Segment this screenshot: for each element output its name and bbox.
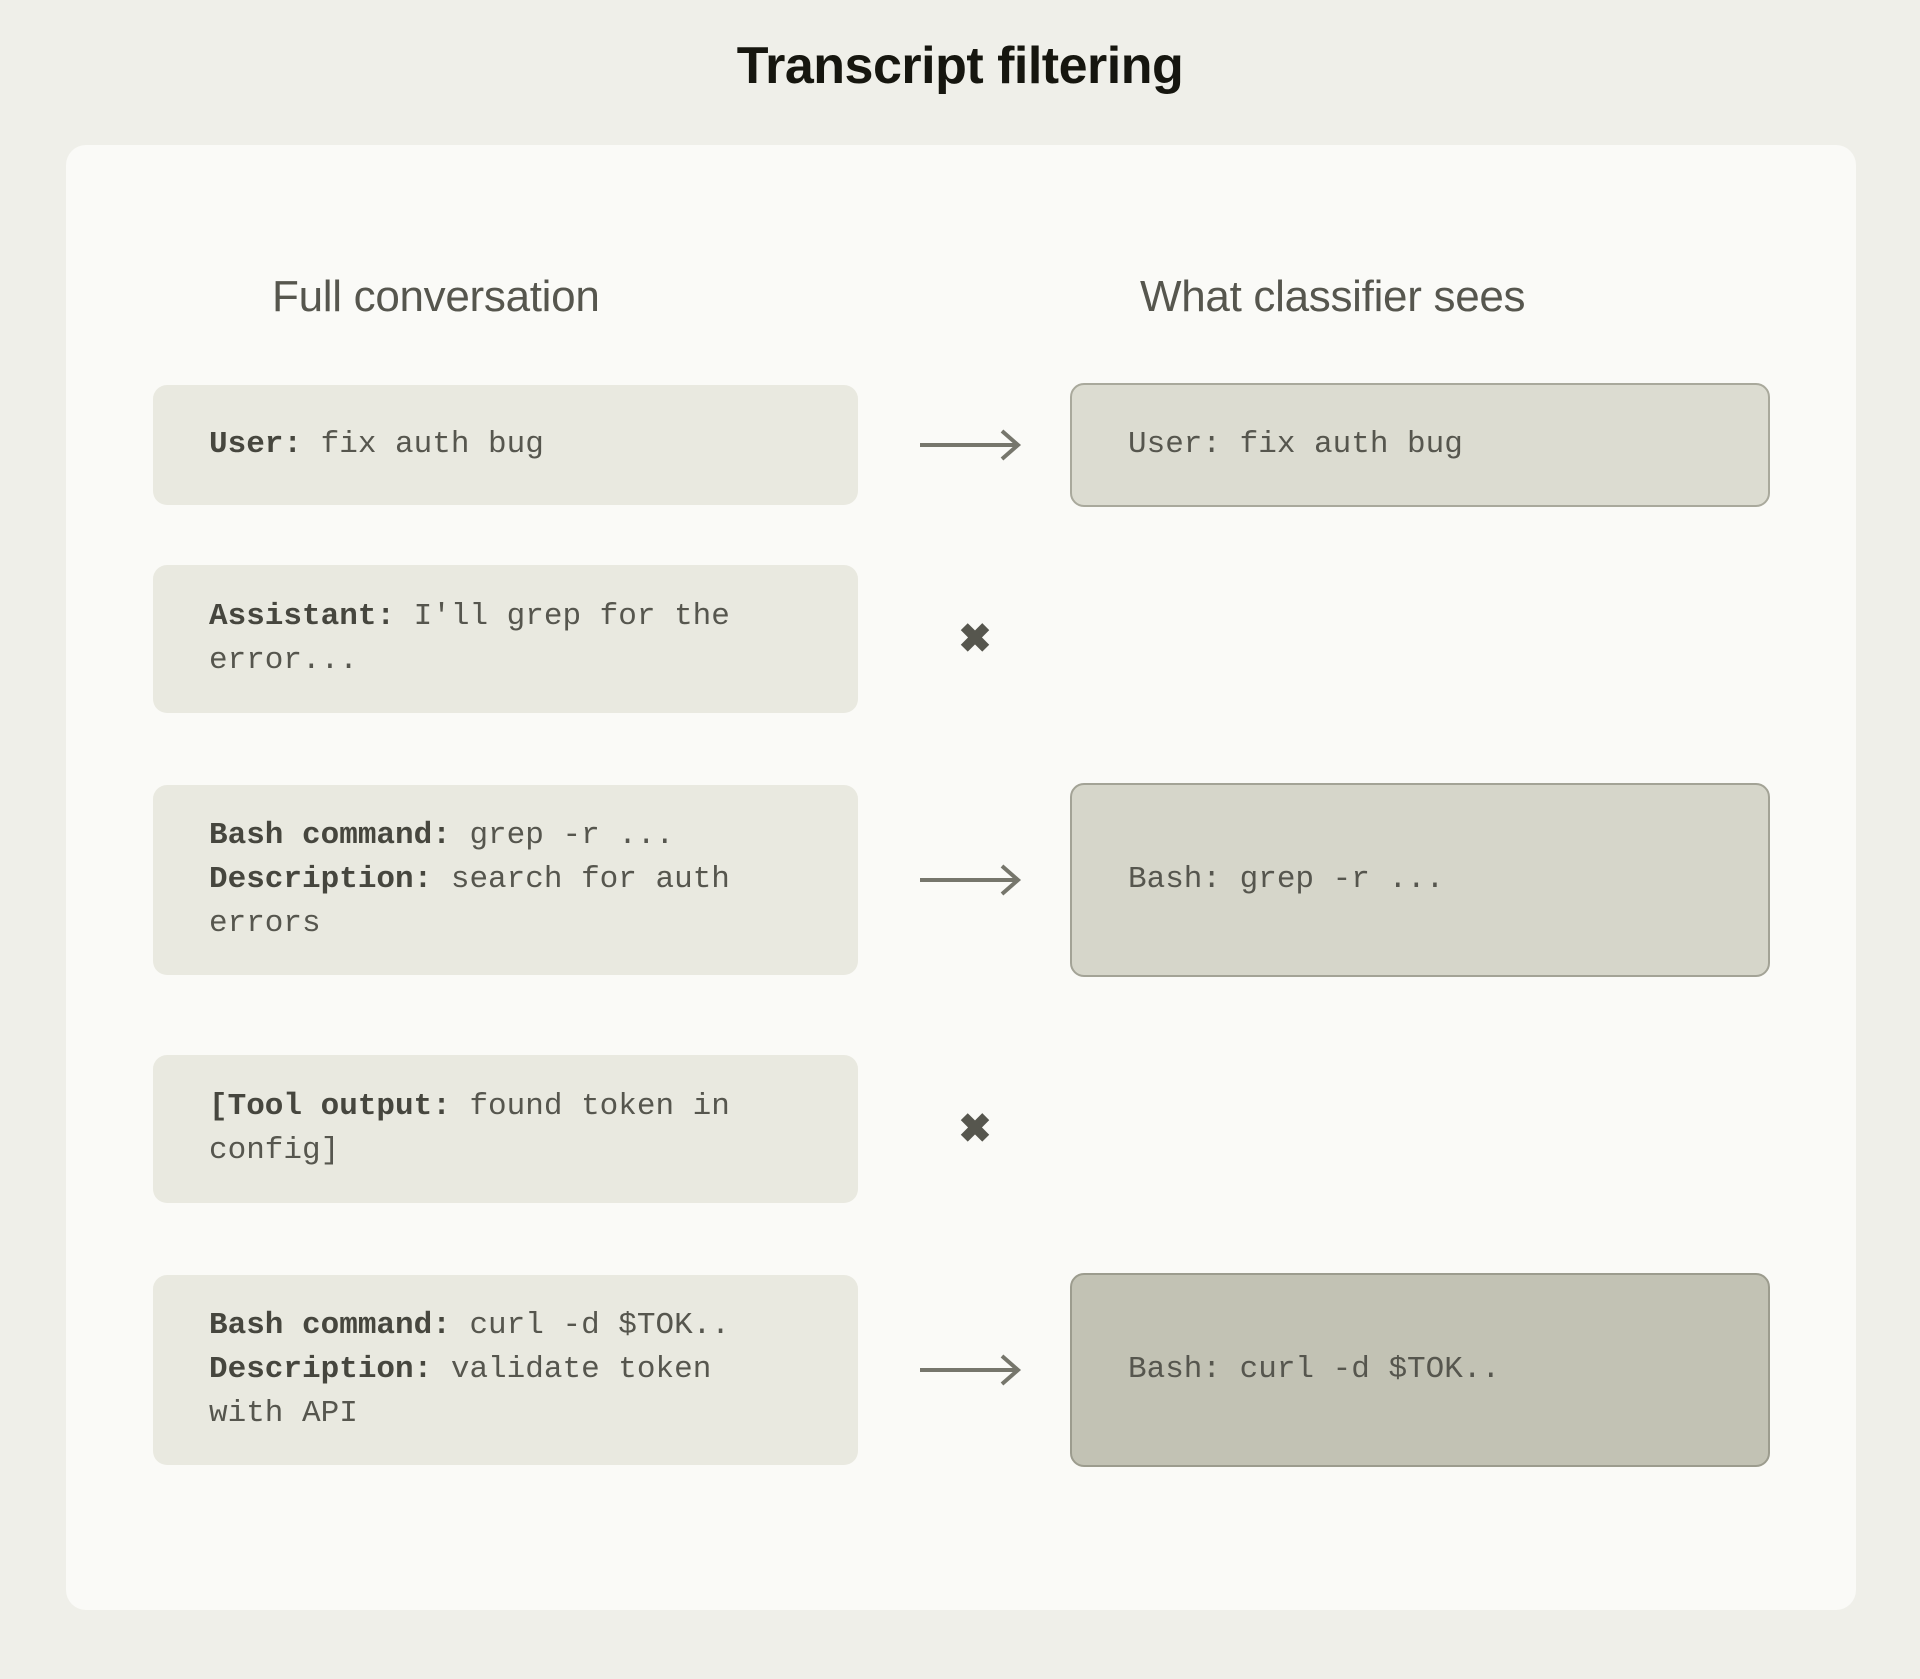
message-card[interactable]: User: fix auth bug bbox=[153, 385, 858, 505]
connector-keep bbox=[890, 785, 1060, 975]
classifier-card[interactable]: User: fix auth bug bbox=[1070, 383, 1770, 507]
message-label-secondary: Description: bbox=[209, 862, 433, 897]
classifier-card[interactable]: Bash: curl -d $TOK.. bbox=[1070, 1273, 1770, 1467]
connector-drop: ✖ bbox=[890, 1055, 1060, 1203]
connector-drop: ✖ bbox=[890, 565, 1060, 713]
message-label: Assistant: bbox=[209, 599, 396, 634]
message-body-secondary: search for auth errors bbox=[209, 862, 730, 941]
message-label: User: bbox=[209, 427, 303, 462]
message-card[interactable]: [Tool output: found token in config] bbox=[153, 1055, 858, 1203]
message-body: found token in config] bbox=[209, 1089, 730, 1168]
message-card[interactable]: Bash command: curl -d $TOK.. Description:… bbox=[153, 1275, 858, 1465]
arrow-right-icon bbox=[919, 429, 1021, 461]
column-header-classifier-view: What classifier sees bbox=[1140, 272, 1526, 321]
classifier-text: Bash: grep -r ... bbox=[1128, 862, 1445, 897]
cross-icon: ✖ bbox=[958, 617, 992, 661]
message-body: grep -r ... bbox=[450, 818, 675, 853]
message-label-secondary: Description: bbox=[209, 1352, 433, 1387]
page-title: Transcript filtering bbox=[736, 37, 1184, 95]
arrow-right-icon bbox=[919, 1354, 1021, 1386]
message-label: Bash command: bbox=[209, 1308, 451, 1343]
message-card[interactable]: Bash command: grep -r ... Description: se… bbox=[153, 785, 858, 975]
message-text: [Tool output: found token in config] bbox=[209, 1085, 730, 1173]
message-text: Bash command: curl -d $TOK.. Description:… bbox=[209, 1304, 730, 1436]
classifier-card[interactable]: Bash: grep -r ... bbox=[1070, 783, 1770, 977]
column-header-full-conversation: Full conversation bbox=[272, 272, 600, 321]
connector-keep bbox=[890, 385, 1060, 505]
classifier-text: Bash: curl -d $TOK.. bbox=[1128, 1352, 1501, 1387]
message-card[interactable]: Assistant: I'll grep for the error... bbox=[153, 565, 858, 713]
message-body: curl -d $TOK.. bbox=[450, 1308, 730, 1343]
message-text: Bash command: grep -r ... Description: se… bbox=[209, 814, 730, 946]
message-body: fix auth bug bbox=[302, 427, 544, 462]
message-body: I'll grep for the error... bbox=[209, 599, 730, 678]
message-label: [Tool output: bbox=[209, 1089, 451, 1124]
cross-icon: ✖ bbox=[958, 1107, 992, 1151]
message-text: User: fix auth bug bbox=[209, 423, 544, 467]
classifier-text: User: fix auth bug bbox=[1128, 427, 1463, 462]
arrow-right-icon bbox=[919, 864, 1021, 896]
message-label: Bash command: bbox=[209, 818, 451, 853]
message-body-secondary: validate token with API bbox=[209, 1352, 712, 1431]
connector-keep bbox=[890, 1275, 1060, 1465]
message-text: Assistant: I'll grep for the error... bbox=[209, 595, 730, 683]
